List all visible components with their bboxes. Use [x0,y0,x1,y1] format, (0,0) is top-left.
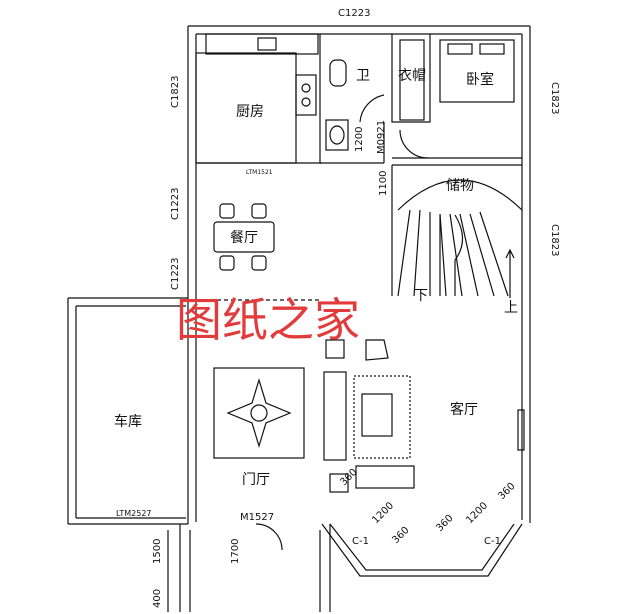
entry-porch [179,524,331,612]
dim-bay-c1-right: C-1 [484,536,501,547]
sofa-left [323,371,347,461]
stair-up-arrow [505,248,515,298]
dim-1100: 1100 [378,171,389,196]
closet-walls [391,34,431,123]
stair-down-label: 下 [414,288,428,304]
garage-inner [75,305,186,519]
kitchen-label: 厨房 [236,104,264,120]
dim-left-window-dining-2: C1223 [170,258,181,290]
dim-kitchen-door: LTM1521 [246,169,273,176]
dim-1200-b: 1200 [464,500,490,526]
dim-top-window: C1223 [338,8,370,19]
wardrobe [399,39,425,121]
stair-rail [439,214,464,296]
garage-label: 车库 [114,413,142,430]
dim-1200: 1200 [354,127,365,152]
bedroom-label: 卧室 [466,71,494,88]
dim-left-1700: 1700 [230,539,241,564]
stove-burner-2 [301,97,311,107]
rug-center [250,404,268,422]
bathroom-door-swing [359,94,385,123]
dim-entry-door: M1527 [240,512,274,523]
entry-door-swing [255,523,283,551]
dim-360-c: 360 [496,481,517,502]
dining-table [213,221,275,253]
bed [439,39,515,103]
basin-bowl [329,125,345,145]
sofa-bottom [355,465,415,489]
dim-right-window-bedroom: C1823 [549,82,560,114]
armchair [365,339,389,361]
dim-left-1500: 1500 [152,539,163,564]
bathroom-basin [325,119,349,151]
foyer-label: 门厅 [242,472,270,488]
toilet [329,59,347,87]
stove-burner-1 [301,83,311,93]
dining-chair-4 [251,255,267,271]
side-table-2 [329,473,349,493]
dining-label: 餐厅 [230,230,258,246]
storage-label: 储物 [446,178,474,194]
dim-left-400: 400 [152,589,163,608]
bedroom-door-swing [399,129,429,159]
dim-left-window-kitchen: C1823 [170,76,181,108]
kitchen-sink [257,37,277,51]
dim-1200-a: 1200 [370,500,396,526]
kitchen-stove [295,74,317,116]
stair-curve [397,179,523,211]
kitchen-counter [205,33,319,55]
pillow-1 [447,43,473,55]
dining-chair-3 [219,255,235,271]
dining-chair-2 [251,203,267,219]
dim-garage-door: LTM2527 [116,509,152,518]
bathroom-walls [319,34,385,164]
side-table [325,339,345,359]
pillow-2 [479,43,505,55]
storage-walls [391,164,522,296]
bathroom-label: 卫 [356,68,370,84]
bay-window-inner [329,523,515,571]
tv-cabinet [517,409,525,451]
garage-walls [67,297,188,525]
watermark: 图纸之家 [176,293,360,347]
stair-up-label: 上 [504,300,518,316]
bay-window [321,523,523,577]
dim-door-m0921: M0921 [376,120,387,154]
dim-360-b: 360 [434,513,455,534]
coffee-table-area [353,375,411,459]
stair-treads [397,209,509,297]
dim-bay-c1-left: C-1 [352,536,369,547]
dim-360-a: 360 [390,525,411,546]
dim-right-window-stair: C1823 [549,224,560,256]
coffee-table [361,393,393,437]
dim-left-window-dining-1: C1223 [170,188,181,220]
dining-chair-1 [219,203,235,219]
living-label: 客厅 [450,401,478,418]
rug-star [226,377,292,449]
closet-label: 衣帽 [398,68,426,84]
foyer-rug [213,367,305,459]
